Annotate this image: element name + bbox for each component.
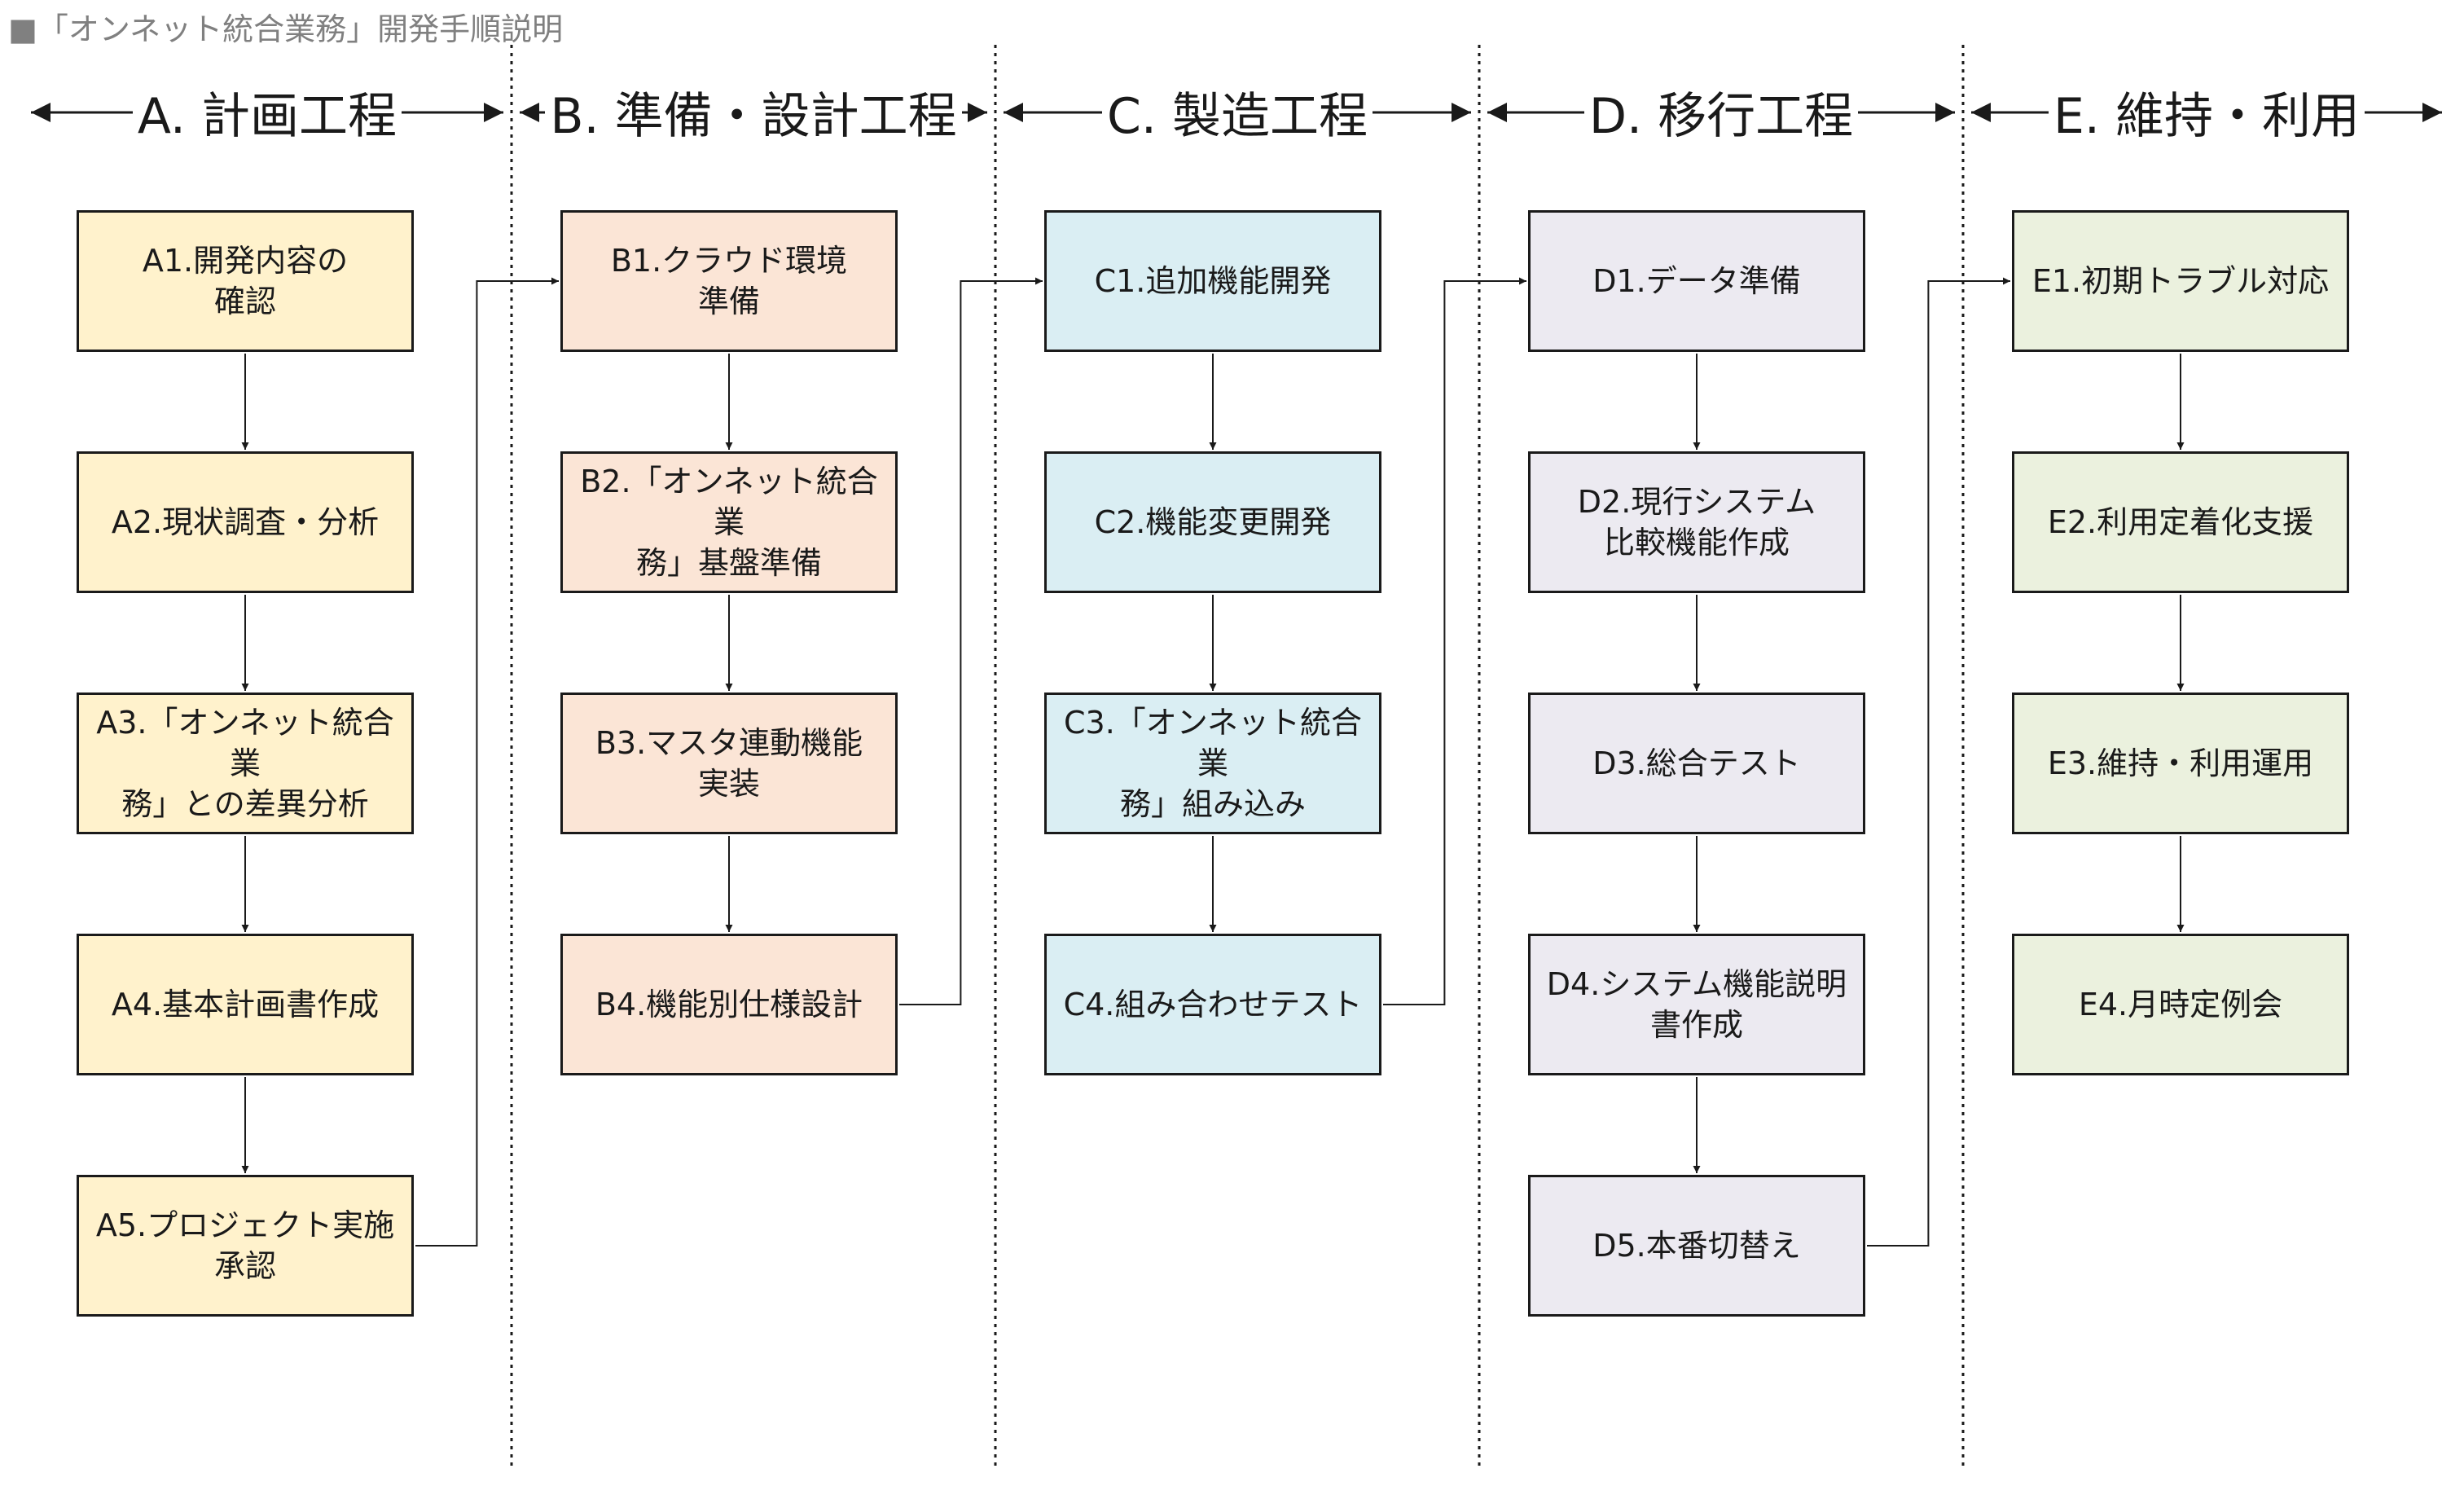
step-box-c4: C4.組み合わせテスト (1044, 934, 1381, 1075)
step-box-b2: B2.「オンネット統合業 務」基盤準備 (560, 451, 898, 593)
flow-connector-c4-d1 (1383, 277, 1526, 1005)
step-box-e2: E2.利用定着化支援 (2012, 451, 2349, 593)
step-box-b1: B1.クラウド環境 準備 (560, 210, 898, 352)
step-box-c1: C1.追加機能開発 (1044, 210, 1381, 352)
flow-connector-d5-e1 (1867, 277, 2010, 1247)
step-box-e3: E3.維持・利用運用 (2012, 693, 2349, 834)
flow-connector-b4-c1 (899, 277, 1043, 1005)
step-box-a3: A3.「オンネット統合業 務」との差異分析 (77, 693, 414, 834)
phase-label-e: E. 維持・利用 (1971, 75, 2442, 148)
step-box-c3: C3.「オンネット統合業 務」組み込み (1044, 693, 1381, 834)
page-header: ■「オンネット統合業務」開発手順説明 (8, 5, 563, 47)
phase-label-text: B. 準備・設計工程 (545, 76, 962, 147)
phase-label-text: E. 維持・利用 (2048, 76, 2365, 147)
phase-label-b: B. 準備・設計工程 (520, 75, 987, 148)
phase-label-d: D. 移行工程 (1487, 75, 1955, 148)
phase-label-a: A. 計画工程 (31, 75, 503, 148)
step-box-e1: E1.初期トラブル対応 (2012, 210, 2349, 352)
phase-label-text: C. 製造工程 (1101, 76, 1373, 147)
step-box-b4: B4.機能別仕様設計 (560, 934, 898, 1075)
step-box-a5: A5.プロジェクト実施 承認 (77, 1175, 414, 1317)
step-box-d4: D4.システム機能説明 書作成 (1528, 934, 1865, 1075)
step-box-a2: A2.現状調査・分析 (77, 451, 414, 593)
phase-label-c: C. 製造工程 (1004, 75, 1471, 148)
phase-label-text: A. 計画工程 (132, 76, 402, 147)
step-box-d2: D2.現行システム 比較機能作成 (1528, 451, 1865, 593)
step-box-d3: D3.総合テスト (1528, 693, 1865, 834)
flow-connector-a5-b1 (415, 277, 559, 1247)
step-box-a1: A1.開発内容の 確認 (77, 210, 414, 352)
page-title: ■「オンネット統合業務」開発手順説明 (8, 11, 564, 47)
step-box-d5: D5.本番切替え (1528, 1175, 1865, 1317)
step-box-b3: B3.マスタ連動機能 実装 (560, 693, 898, 834)
step-box-c2: C2.機能変更開発 (1044, 451, 1381, 593)
step-box-e4: E4.月時定例会 (2012, 934, 2349, 1075)
step-box-a4: A4.基本計画書作成 (77, 934, 414, 1075)
step-box-d1: D1.データ準備 (1528, 210, 1865, 352)
phase-label-text: D. 移行工程 (1583, 76, 1859, 147)
